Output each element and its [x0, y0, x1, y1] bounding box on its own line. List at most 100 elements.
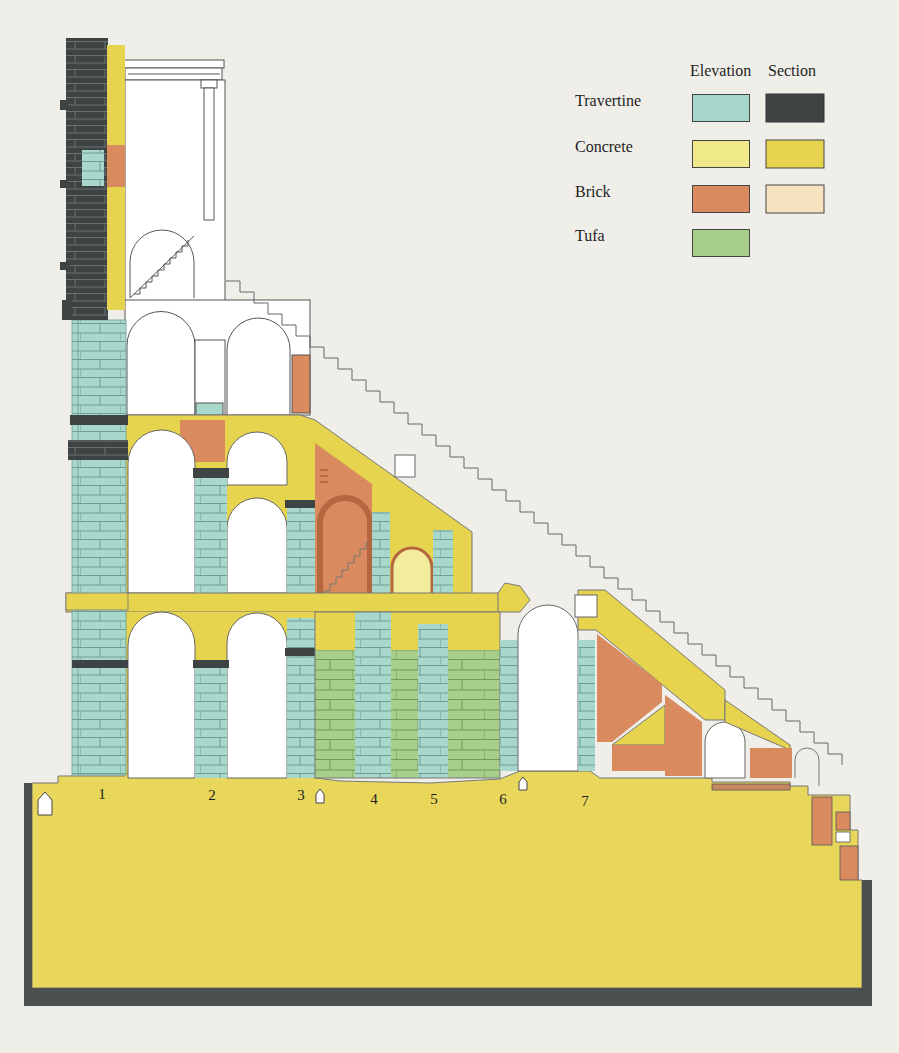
ground-level-part	[500, 640, 518, 771]
ground-level-part	[315, 650, 500, 778]
ground-level-part	[612, 705, 665, 745]
foundation-part	[840, 846, 858, 880]
legend-section-swatches-part	[766, 140, 824, 168]
outer-wall-part	[72, 660, 128, 668]
legend-swatch	[692, 94, 750, 122]
legend-label: Concrete	[575, 138, 633, 156]
upper-gallery-outline-part	[127, 312, 195, 416]
legend-column-header: Elevation	[690, 62, 751, 80]
foundation-part	[24, 783, 32, 1006]
ground-level-part	[612, 745, 665, 771]
seating-steps-part	[575, 595, 597, 617]
outer-wall-part	[66, 38, 108, 320]
foundation	[24, 771, 872, 1006]
legend-section-swatches-part	[766, 185, 824, 213]
second-level-part	[318, 542, 366, 598]
passage-openings-part	[316, 789, 324, 803]
second-level-part	[285, 500, 317, 508]
callout-number: 4	[370, 791, 378, 808]
outer-wall-part	[70, 415, 128, 425]
ground-level-part	[285, 648, 317, 656]
upper-gallery-outline-part	[227, 318, 290, 415]
legend-section-swatches-part	[766, 94, 824, 122]
seating-steps-part	[226, 281, 842, 765]
upper-gallery-outline-part	[196, 403, 223, 415]
second-level-part	[125, 415, 472, 600]
passage-openings-part	[38, 792, 52, 815]
outer-wall	[60, 38, 128, 775]
ground-level-part	[418, 624, 448, 778]
upper-gallery-outline	[122, 60, 310, 415]
second-level-part	[128, 430, 195, 593]
ground-level-part	[498, 583, 530, 612]
second-level	[125, 415, 472, 600]
outer-wall-part	[68, 440, 128, 460]
ground-level-part	[315, 612, 500, 778]
ground-level-part	[128, 612, 195, 778]
ground-level	[66, 583, 819, 786]
ground-level-part	[750, 748, 792, 778]
upper-gallery-outline-part	[130, 236, 194, 298]
foundation-part	[812, 797, 832, 845]
outer-wall-part	[82, 150, 104, 186]
outer-wall-part	[60, 262, 70, 270]
callout-number: 7	[581, 793, 589, 810]
outer-wall-part	[62, 300, 72, 320]
legend-section-swatches	[766, 94, 824, 213]
second-level-part	[227, 432, 287, 485]
ground-level-part	[193, 660, 229, 668]
ground-level-part	[518, 605, 578, 771]
passage-openings	[38, 777, 527, 815]
outer-wall-part	[66, 593, 128, 610]
upper-gallery-outline-part	[195, 340, 225, 415]
legend-column-header: Section	[768, 62, 816, 80]
ground-level-part	[665, 695, 702, 776]
foundation-part	[712, 784, 790, 790]
legend-label: Tufa	[575, 227, 605, 245]
ground-level-part	[795, 748, 819, 786]
outer-wall-part	[107, 145, 125, 187]
outer-wall-part	[60, 100, 68, 110]
upper-gallery-outline-part	[204, 88, 214, 220]
callout-number: 2	[208, 787, 216, 804]
legend-swatch	[692, 140, 750, 168]
upper-gallery-outline-part	[201, 80, 217, 88]
outer-wall-part	[107, 45, 125, 145]
second-level-part	[320, 470, 328, 482]
callout-number: 6	[499, 791, 507, 808]
second-level-part	[392, 548, 432, 600]
ground-level-part	[355, 612, 391, 778]
second-level-part	[372, 512, 390, 600]
passage-openings-part	[519, 777, 527, 790]
callout-number: 3	[297, 787, 305, 804]
second-level-part	[227, 498, 287, 593]
foundation-part	[836, 832, 850, 842]
foundation-part	[24, 988, 872, 1006]
outer-wall-part	[78, 320, 126, 775]
outer-wall-part	[60, 180, 68, 188]
ground-level-part	[287, 618, 315, 778]
upper-gallery-outline-part	[130, 230, 194, 298]
foundation-part	[862, 880, 872, 1006]
seating-steps-part	[395, 455, 415, 477]
ground-level-part	[125, 612, 315, 778]
second-level-part	[193, 468, 229, 478]
ground-level-part	[725, 700, 790, 750]
upper-gallery-outline-part	[125, 80, 225, 310]
foundation-part	[32, 771, 862, 988]
ground-level-part	[66, 593, 500, 612]
upper-gallery-outline-part	[292, 355, 310, 413]
foundation-part	[836, 812, 850, 830]
legend-label: Travertine	[575, 92, 641, 110]
callout-number: 5	[430, 791, 438, 808]
second-level-part	[315, 443, 372, 600]
ground-level-part	[705, 722, 745, 778]
upper-gallery-outline-part	[128, 74, 220, 75]
callout-number: 1	[98, 786, 106, 803]
upper-gallery-outline-part	[122, 60, 224, 68]
second-level-part	[433, 530, 453, 600]
second-level-part	[287, 508, 315, 593]
legend-label: Brick	[575, 183, 611, 201]
outer-wall-part	[107, 187, 125, 310]
seating-steps	[226, 281, 842, 765]
